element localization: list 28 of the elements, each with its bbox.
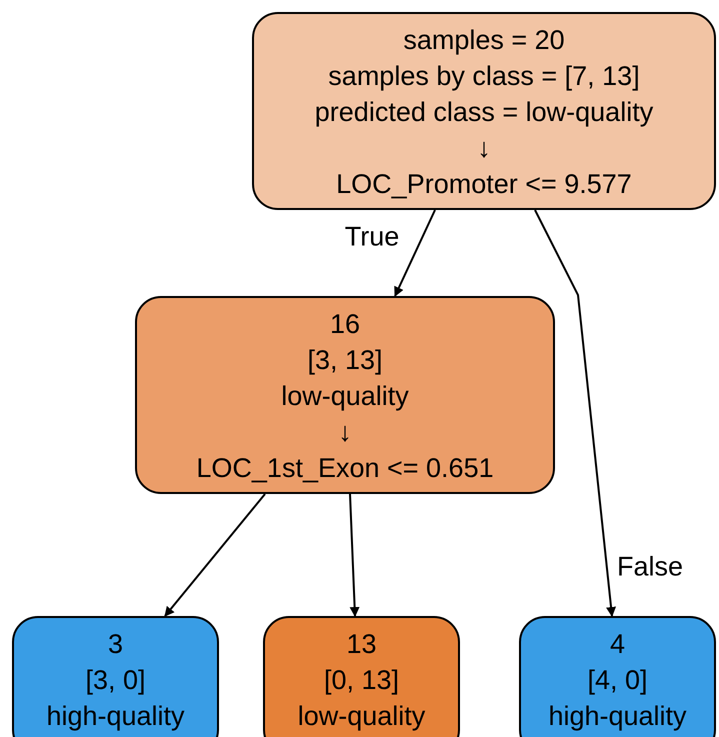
tree-node-box <box>252 12 716 210</box>
node-text: predicted class = low-quality <box>314 96 654 129</box>
node-text: low-quality <box>298 700 426 733</box>
node-text: high-quality <box>46 700 185 733</box>
node-text: 13 <box>346 628 377 661</box>
node-text: [3, 0] <box>85 664 146 697</box>
node-text: 3 <box>108 628 124 661</box>
tree-node-box <box>519 616 716 737</box>
tree-node-box <box>135 296 555 494</box>
node-text: LOC_1st_Exon <= 0.651 <box>196 452 494 485</box>
tree-node-box <box>263 616 460 737</box>
node-text: samples = 20 <box>403 24 565 57</box>
node-text: 16 <box>330 308 360 341</box>
node-text: high-quality <box>548 700 687 733</box>
node-text: [3, 13] <box>307 344 383 377</box>
node-text: LOC_Promoter <= 9.577 <box>336 168 632 201</box>
node-text: 4 <box>610 628 626 661</box>
node-text: samples by class = [7, 13] <box>328 60 640 93</box>
node-text: ↓ <box>477 132 491 165</box>
arrow <box>164 493 266 617</box>
arrow <box>394 210 436 297</box>
node-text: [0, 13] <box>324 664 400 697</box>
node-text: ↓ <box>338 416 352 449</box>
tree-node-box <box>12 616 219 737</box>
node-text: [4, 0] <box>587 664 648 697</box>
arrow <box>349 494 360 617</box>
arrow <box>534 210 616 617</box>
node-text: low-quality <box>281 380 409 413</box>
